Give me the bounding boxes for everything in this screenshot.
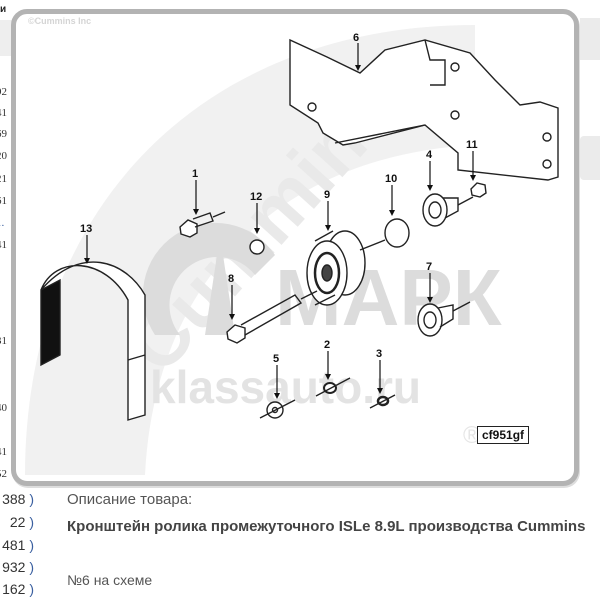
sidebar-number: 1. bbox=[0, 217, 5, 229]
sidebar-number: 20 bbox=[0, 150, 7, 162]
price-number: 22 bbox=[9, 514, 26, 530]
svg-text:6: 6 bbox=[353, 32, 359, 44]
price-value[interactable]: 162 ) bbox=[0, 581, 34, 597]
callout-7: 7 bbox=[426, 261, 433, 303]
svg-text:2: 2 bbox=[324, 339, 330, 351]
sidebar-number: 69 bbox=[0, 128, 7, 140]
sidebar-number: 61 bbox=[0, 195, 7, 207]
svg-text:8: 8 bbox=[228, 273, 234, 285]
callout-6: 6 bbox=[353, 32, 361, 71]
price-paren: ) bbox=[29, 514, 34, 530]
price-number: 388 bbox=[2, 491, 26, 507]
callout-10: 10 bbox=[385, 173, 397, 216]
parts-diagram-frame[interactable]: ©Cummins Inc Cummins МАРК klassauto.ru ® bbox=[11, 9, 579, 486]
svg-text:5: 5 bbox=[273, 353, 279, 365]
callout-3: 3 bbox=[376, 348, 383, 394]
scheme-note: №6 на схеме bbox=[67, 572, 153, 588]
sidebar-number: 41 bbox=[0, 446, 7, 458]
callout-2: 2 bbox=[324, 339, 331, 380]
product-title: Кронштейн ролика промежуточного ISLe 8.9… bbox=[67, 518, 586, 535]
price-paren: ) bbox=[29, 537, 34, 553]
price-value[interactable]: 388 ) bbox=[0, 491, 34, 507]
svg-text:®: ® bbox=[463, 422, 481, 449]
svg-text:1: 1 bbox=[192, 168, 198, 180]
callout-5: 5 bbox=[273, 353, 280, 399]
sidebar-number: 41 bbox=[0, 239, 7, 251]
callout-9: 9 bbox=[324, 189, 331, 231]
right-panel-mid bbox=[580, 136, 600, 180]
svg-text:3: 3 bbox=[376, 348, 382, 360]
copyright-text: ©Cummins Inc bbox=[28, 16, 92, 26]
svg-text:10: 10 bbox=[385, 173, 397, 185]
sidebar-header-fragment: и bbox=[0, 4, 7, 15]
sidebar-number: 41 bbox=[0, 107, 7, 119]
price-paren: ) bbox=[29, 581, 34, 597]
callout-8: 8 bbox=[228, 273, 235, 320]
price-number: 932 bbox=[2, 559, 26, 575]
sidebar-number: 31 bbox=[0, 335, 7, 347]
sidebar-number: 92 bbox=[0, 86, 7, 98]
figure-code: cf951gf bbox=[477, 426, 530, 444]
price-paren: ) bbox=[29, 559, 34, 575]
price-value[interactable]: 22 ) bbox=[0, 514, 34, 530]
exploded-parts-diagram: Cummins МАРК klassauto.ru ® bbox=[25, 25, 559, 475]
sidebar-number: 40 bbox=[0, 402, 7, 414]
callout-12: 12 bbox=[250, 191, 262, 234]
price-number: 162 bbox=[2, 581, 26, 597]
price-value[interactable]: 932 ) bbox=[0, 559, 34, 575]
right-panel-top bbox=[580, 18, 600, 60]
sidebar-number: 21 bbox=[0, 173, 7, 185]
sidebar-fragment: и 9241692021611.41··3140·4152 bbox=[0, 0, 40, 600]
callout-4: 4 bbox=[426, 149, 433, 191]
svg-text:11: 11 bbox=[466, 139, 478, 151]
svg-text:13: 13 bbox=[80, 223, 92, 235]
sidebar-highlight bbox=[0, 20, 14, 56]
callout-1: 1 bbox=[192, 168, 199, 215]
callout-11: 11 bbox=[466, 139, 478, 181]
price-paren: ) bbox=[29, 491, 34, 507]
svg-text:9: 9 bbox=[324, 189, 330, 201]
svg-text:7: 7 bbox=[426, 261, 432, 273]
callout-13: 13 bbox=[80, 223, 92, 264]
svg-text:4: 4 bbox=[426, 149, 433, 161]
price-value[interactable]: 481 ) bbox=[0, 537, 34, 553]
description-label: Описание товара: bbox=[67, 491, 193, 508]
price-number: 481 bbox=[2, 537, 26, 553]
svg-text:12: 12 bbox=[250, 191, 262, 203]
sidebar-number: 52 bbox=[0, 468, 7, 480]
